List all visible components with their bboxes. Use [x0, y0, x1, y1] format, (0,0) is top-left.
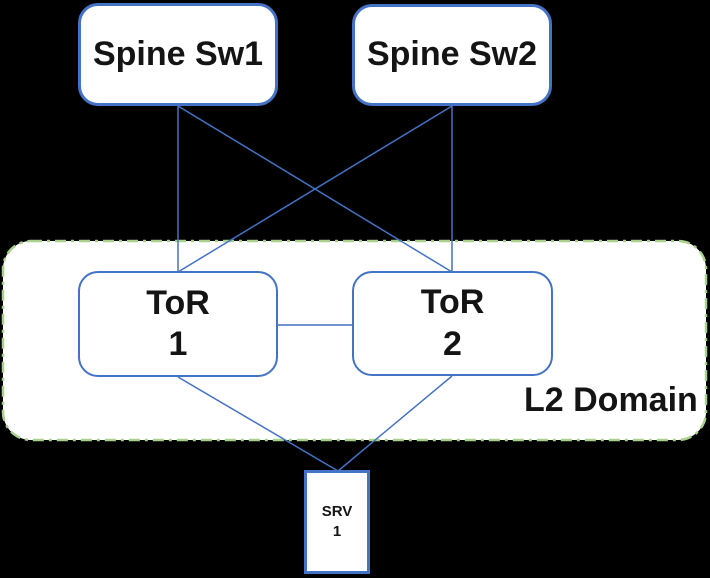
- l2-domain-label: L2 Domain: [524, 381, 698, 419]
- node-srv-1-label-bottom: 1: [332, 523, 342, 540]
- node-srv-1: SRV 1: [304, 470, 370, 574]
- node-tor-1: ToR 1: [78, 271, 278, 377]
- node-tor-1-label-bottom: 1: [168, 325, 188, 363]
- node-tor-1-label-top: ToR: [146, 283, 210, 322]
- link-tor-2-srv-1: [337, 375, 453, 472]
- node-spine-sw1-label: Spine Sw1: [92, 34, 264, 73]
- link-spine-sw2-tor-1: [177, 105, 453, 273]
- node-spine-sw2: Spine Sw2: [352, 4, 552, 106]
- link-tor-1-srv-1: [177, 376, 339, 472]
- node-spine-sw1: Spine Sw1: [78, 3, 278, 106]
- node-tor-2-label-top: ToR: [420, 283, 485, 322]
- node-tor-2: ToR 2: [352, 271, 553, 376]
- node-spine-sw2-label: Spine Sw2: [366, 35, 538, 74]
- node-srv-1-label-top: SRV: [321, 503, 353, 520]
- node-tor-2-label-bottom: 2: [443, 324, 462, 363]
